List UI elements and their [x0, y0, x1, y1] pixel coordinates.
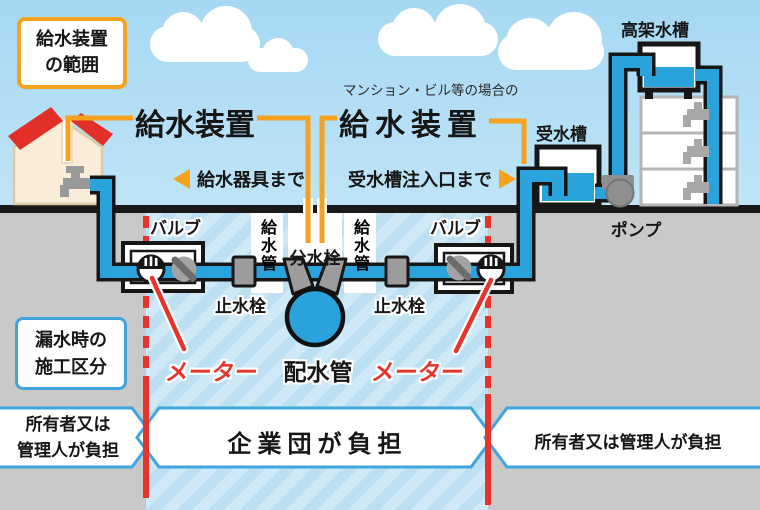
cloud: [498, 12, 604, 70]
callout-to-fixtures: 給水器具まで: [173, 166, 305, 192]
house: [8, 107, 113, 206]
burden-right-label: 所有者又は管理人が負担: [534, 433, 722, 453]
faucet-icon: [683, 102, 709, 200]
pump-icon: [602, 175, 635, 208]
valve-label-right: バルブ: [430, 219, 481, 239]
callout-to-tank-inlet-label: 受水槽注入口まで: [348, 170, 492, 191]
meter-pointer-right: [451, 275, 496, 356]
boundary-line-solid: [143, 382, 491, 505]
scope-title-box: 給水装置 の範囲: [17, 17, 127, 89]
pump-label: ポンプ: [610, 221, 662, 241]
stop-valve-left-label: 止水栓: [215, 297, 266, 317]
leak-repair-legend-box: 漏水時の 施工区分: [15, 317, 127, 390]
supply-pipe-right-label: 給水管: [351, 219, 370, 273]
supply-pipe-left-label: 給水管: [258, 219, 277, 273]
note-apartment-case: マンション・ビル等の場合の: [343, 83, 519, 99]
burden-left-label: 所有者又は 管理人が負担: [0, 413, 136, 464]
branch-connector-right: [315, 257, 348, 296]
receiving-tank-label: 受水槽: [536, 125, 587, 145]
arrow-right-icon: [499, 169, 516, 189]
meter-pointer-left: [147, 273, 189, 354]
building-down-pipe: [696, 65, 723, 204]
gate-valve-icon: [446, 255, 472, 281]
house-faucet-icon: [60, 166, 91, 197]
distribution-main-label: 配水管: [283, 360, 353, 386]
roof-left: [8, 107, 63, 150]
stop-valve-left-icon: [231, 255, 257, 288]
elevated-tank-label: 高架水槽: [621, 21, 689, 41]
stop-valve-right-icon: [384, 255, 410, 288]
stop-valve-right-label: 止水栓: [374, 297, 425, 317]
water-meter-icon: [476, 254, 506, 284]
burden-left-line1: 所有者又は: [25, 415, 111, 435]
burden-middle-label: 企業団が負担: [227, 430, 408, 458]
cloud: [378, 4, 498, 56]
meter-label-right: メーター: [369, 360, 466, 386]
scope-brackets: [65, 115, 527, 243]
gate-valve-icon: [171, 256, 197, 282]
roof-right: [71, 113, 113, 146]
callout-to-fixtures-label: 給水器具まで: [197, 170, 305, 191]
burden-boxes: [0, 406, 760, 469]
leak-legend-line1: 漏水時の: [35, 329, 107, 351]
distribution-main-icon: [284, 286, 346, 348]
service-pipe: [90, 166, 568, 282]
branch-connector-left: [282, 257, 315, 296]
valve-label-left: バルブ: [150, 219, 201, 239]
burden-box-middle: [135, 406, 495, 469]
burden-left-line2: 管理人が負担: [17, 440, 119, 461]
cloud: [150, 6, 260, 62]
scope-title-line1: 給水装置: [36, 28, 108, 50]
heading-supply-system-right: 給水装置: [339, 108, 483, 143]
leak-legend-line2: 施工区分: [35, 356, 107, 378]
meter-label-left: メーター: [163, 360, 260, 386]
branch-fitting-label: 分水栓: [289, 249, 341, 269]
riser-pipe: [608, 52, 656, 186]
callout-to-tank-inlet: 受水槽注入口まで: [348, 166, 516, 192]
heading-supply-system-left: 給水装置: [135, 108, 255, 143]
scope-title-line2: の範囲: [45, 55, 99, 76]
arrow-left-icon: [173, 169, 190, 189]
cloud: [248, 38, 308, 72]
